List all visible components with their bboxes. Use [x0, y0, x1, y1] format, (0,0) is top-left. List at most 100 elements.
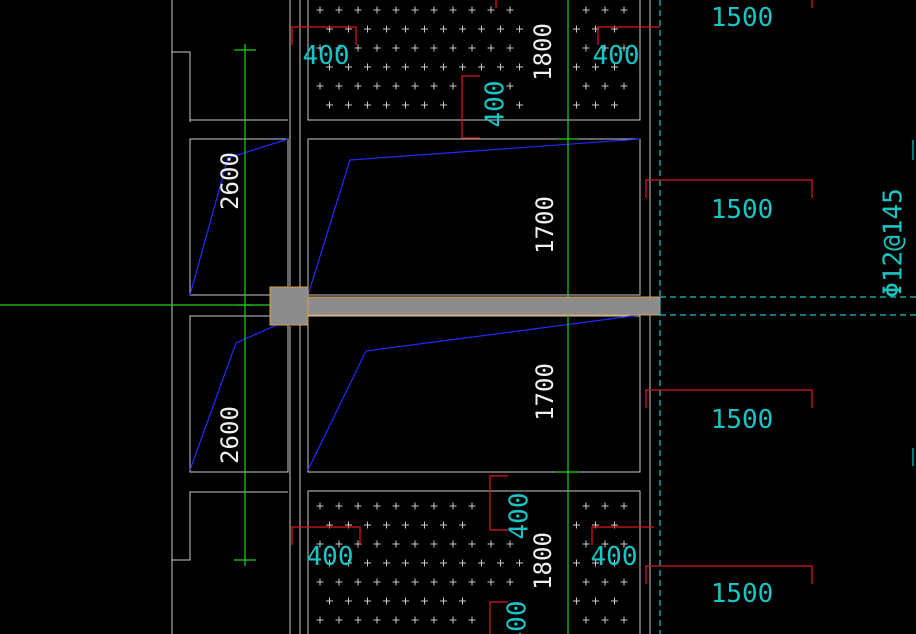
hatch-mark — [478, 63, 485, 71]
hatch-mark — [411, 616, 419, 624]
hatch-mark — [582, 502, 590, 510]
hatch-mark — [345, 63, 352, 71]
hatch-mark — [582, 616, 590, 624]
hatch-mark — [354, 6, 362, 14]
hatch-mark — [582, 6, 590, 14]
hatch-mark — [335, 578, 343, 586]
hatch-mark — [468, 502, 476, 510]
left-bracket-top — [172, 51, 191, 122]
hatch-mark — [345, 597, 352, 605]
label-400-mid-bottom: 400 — [505, 493, 535, 540]
hatch-mark — [506, 578, 514, 586]
hatch-mark — [440, 521, 447, 529]
beam[interactable] — [269, 286, 661, 326]
hatch-mark — [592, 101, 599, 109]
hatch-mark — [392, 540, 400, 548]
hatch-mark — [506, 44, 514, 52]
hatch-mark — [411, 6, 419, 14]
hatch-mark — [582, 44, 590, 52]
hatch-region-top — [307, 0, 641, 121]
label-1800-top: 1800 — [529, 23, 557, 81]
hatch-mark — [354, 82, 362, 90]
hatch-mark — [516, 63, 523, 71]
slab-panel-top — [307, 0, 641, 121]
hatch-mark — [392, 6, 400, 14]
white-dimension-labels: 2600 2600 1700 1700 1800 1800 — [216, 23, 559, 590]
hatch-mark — [573, 25, 580, 33]
hatch-mark — [449, 578, 457, 586]
red-brackets — [291, 0, 813, 634]
hatch-mark — [421, 101, 428, 109]
bracket-400-partial-bottom — [489, 601, 508, 634]
hatch-mark — [440, 25, 447, 33]
room-main-top — [307, 138, 641, 296]
hatch-mark — [326, 63, 333, 71]
hatch-mark — [611, 101, 618, 109]
hatch-mark — [449, 44, 457, 52]
bracket-400-mid-top — [461, 75, 480, 139]
hatch-mark — [364, 63, 371, 71]
hatch-mark — [316, 82, 324, 90]
load-line-main-bottom — [307, 314, 641, 471]
hatch-mark — [601, 44, 609, 52]
hatch-mark — [468, 6, 476, 14]
hatch-mark — [573, 521, 580, 529]
hatch-mark — [392, 44, 400, 52]
beam-column-block[interactable] — [269, 286, 309, 326]
hatch-mark — [383, 597, 390, 605]
hatch-mark — [402, 25, 409, 33]
hatch-mark — [402, 63, 409, 71]
bracket-1500-b — [645, 179, 813, 198]
slab-panel-bottom — [307, 490, 641, 634]
hatch-mark — [421, 521, 428, 529]
hatch-mark — [601, 616, 609, 624]
hatch-mark — [430, 6, 438, 14]
hatch-mark — [449, 616, 457, 624]
hatch-mark — [430, 502, 438, 510]
hatch-mark — [373, 540, 381, 548]
label-1500-c: 1500 — [711, 405, 774, 435]
hatch-mark — [430, 82, 438, 90]
hatch-mark — [373, 6, 381, 14]
label-400-mid-top: 400 — [481, 81, 511, 128]
load-line-main-top — [307, 138, 641, 296]
hatch-mark — [354, 502, 362, 510]
hatch-mark — [620, 616, 628, 624]
hatch-mark — [354, 616, 362, 624]
bracket-400-left-bottom — [291, 526, 361, 545]
hatch-mark — [440, 597, 447, 605]
hatch-mark — [459, 521, 466, 529]
hatch-mark — [402, 101, 409, 109]
hatch-mark — [392, 82, 400, 90]
hatch-mark — [601, 6, 609, 14]
hatch-mark — [592, 559, 599, 567]
label-400-right-top: 400 — [593, 41, 640, 71]
hatch-mark — [373, 502, 381, 510]
hatch-mark — [383, 559, 390, 567]
room-left-top — [189, 138, 289, 296]
label-1500-b: 1500 — [711, 195, 774, 225]
beam-bar[interactable] — [307, 296, 661, 316]
hatch-mark — [573, 559, 580, 567]
hatch-mark — [620, 82, 628, 90]
bracket-1500-d — [645, 565, 813, 584]
label-400-left-top: 400 — [303, 41, 350, 71]
bracket-400-right-top — [597, 26, 660, 45]
hatch-mark — [364, 597, 371, 605]
hatch-mark — [611, 559, 618, 567]
hatch-mark — [430, 616, 438, 624]
cyan-dashed-lines — [659, 0, 916, 634]
label-1800-bottom: 1800 — [529, 532, 557, 590]
hatch-mark — [402, 597, 409, 605]
hatch-mark — [430, 578, 438, 586]
hatch-mark — [506, 6, 514, 14]
hatch-mark — [364, 101, 371, 109]
hatch-mark — [459, 63, 466, 71]
room-main-bottom — [307, 315, 641, 473]
hatch-mark — [478, 559, 485, 567]
load-line-left-top — [189, 138, 289, 296]
hatch-mark — [316, 540, 324, 548]
hatch-mark — [411, 578, 419, 586]
